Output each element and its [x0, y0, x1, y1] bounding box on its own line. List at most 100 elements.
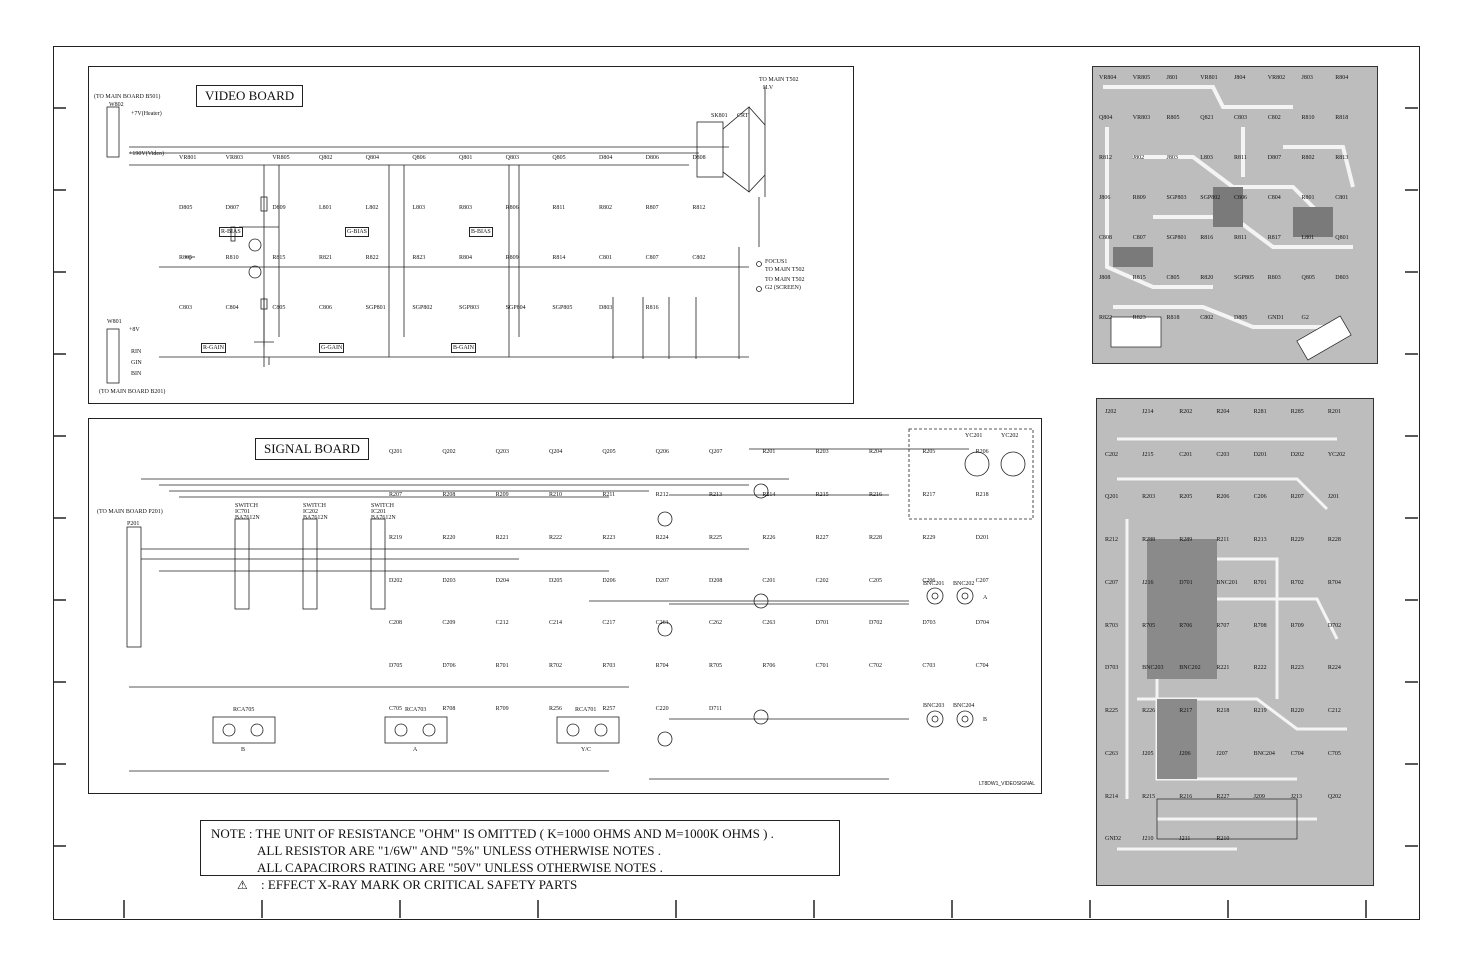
part-label: R823: [1132, 315, 1146, 321]
label-focus: FOCUS1: [765, 259, 788, 265]
part-label: Q804: [1099, 115, 1113, 121]
part-label: R213: [709, 491, 723, 498]
label-rca701-yc: Y/C: [581, 747, 592, 753]
part-label: VR803: [225, 155, 243, 161]
label-bnc203: BNC203: [923, 703, 945, 709]
part-label: C209: [442, 620, 456, 627]
part-label: R702: [549, 663, 563, 670]
label-g-gain: G-GAIN: [319, 343, 345, 353]
part-label: SGP805: [1234, 275, 1255, 281]
part-label: C705: [1327, 750, 1341, 757]
part-label: R822: [1099, 315, 1113, 321]
part-label: R203: [815, 449, 829, 455]
part-label: R820: [1200, 275, 1214, 281]
part-label: R704: [655, 663, 669, 670]
part-label: R223: [1290, 665, 1304, 672]
part-label: R805: [1166, 115, 1180, 121]
part-label: J806: [1099, 195, 1111, 201]
part-label: D208: [709, 577, 723, 584]
part-label: D805: [1234, 315, 1248, 321]
part-label: C803: [1234, 115, 1248, 121]
label-b-gain: B-GAIN: [451, 343, 476, 353]
part-label: R816: [645, 305, 659, 311]
part-label: YC202: [1327, 451, 1346, 458]
part-label: R289: [1179, 537, 1193, 544]
label-crt: CRT: [737, 113, 749, 119]
part-label: C206: [922, 577, 936, 584]
part-label: C801: [599, 255, 613, 261]
part-label: D703: [922, 620, 936, 627]
part-label: R806: [505, 205, 519, 211]
part-label: C262: [709, 620, 723, 627]
part-label: Q202: [442, 449, 456, 455]
part-label: R817: [1267, 235, 1281, 241]
part-label: R288: [1142, 537, 1156, 544]
part-label: R225: [709, 534, 723, 541]
note-line-4: : EFFECT X-RAY MARK OR CRITICAL SAFETY P…: [261, 877, 578, 892]
part-label: J802: [1132, 155, 1145, 161]
label-chip-3: BA7612N: [371, 515, 396, 521]
label-p201: P201: [127, 521, 140, 527]
part-label: Q805: [1301, 275, 1315, 281]
part-label: J808: [1099, 275, 1111, 281]
part-label: D805: [179, 205, 193, 211]
part-label: C806: [319, 305, 333, 311]
part-label: R821: [319, 255, 333, 261]
part-label: R810: [1301, 115, 1315, 121]
part-label: R210: [1216, 836, 1230, 843]
part-label: D711: [709, 706, 723, 713]
part-label: SGP801: [1166, 235, 1187, 241]
label-chip-2: BA7612N: [303, 515, 328, 521]
part-label: VR803: [1132, 115, 1151, 121]
part-label: SGP802: [412, 305, 433, 311]
part-label: Q804: [365, 155, 379, 161]
part-label: R225: [1105, 708, 1119, 715]
part-label: L802: [365, 205, 379, 211]
signal-board-schematic: [126, 428, 1034, 780]
part-label: BNC203: [1142, 665, 1164, 672]
part-label: SGP802: [1200, 195, 1221, 201]
part-label: R211: [1216, 537, 1230, 544]
part-label: J202: [1105, 409, 1117, 415]
part-label: R281: [1253, 409, 1267, 415]
part-label: R201: [762, 449, 776, 455]
part-label: R814: [552, 255, 566, 261]
label-g-bias: G-BIAS: [345, 227, 370, 237]
part-label: VR805: [272, 155, 290, 161]
part-label: Q205: [602, 449, 616, 455]
label-rca703-a: A: [413, 747, 418, 753]
label-bnc204: BNC204: [953, 703, 975, 709]
part-label: SGP801: [365, 305, 386, 311]
part-label: R214: [762, 491, 776, 498]
part-label: R810: [225, 255, 239, 261]
part-label: C808: [1099, 235, 1113, 241]
label-to-main-b201: (TO MAIN BOARD B201): [99, 389, 166, 395]
part-label: R804: [459, 255, 473, 261]
part-label: R219: [1253, 708, 1267, 715]
part-label: C212: [495, 620, 509, 627]
part-label: R222: [549, 534, 563, 541]
part-label: BNC201: [1216, 579, 1238, 586]
part-label: R210: [549, 491, 563, 498]
part-label: D803: [599, 305, 613, 311]
part-label: R222: [1253, 665, 1267, 672]
part-label: J210: [1142, 836, 1154, 843]
label-chip-1: BA7612N: [235, 515, 260, 521]
part-label: R709: [495, 706, 509, 713]
part-label: R218: [1216, 708, 1230, 715]
part-label: C206: [1253, 494, 1267, 501]
part-label: L801: [1301, 235, 1315, 241]
part-label: J215: [1142, 451, 1154, 458]
label-heater: +7V(Heater): [131, 111, 162, 117]
part-label: C201: [762, 577, 776, 584]
part-label: Q803: [505, 155, 519, 161]
part-label: C802: [1267, 115, 1281, 121]
part-label: D205: [549, 577, 563, 584]
part-label: D701: [815, 620, 829, 627]
part-label: R807: [645, 205, 659, 211]
part-label: R215: [815, 491, 829, 498]
label-to-main-t502-hv: TO MAIN T502: [759, 77, 799, 83]
part-label: R703: [1105, 622, 1119, 629]
part-label: C202: [1105, 451, 1119, 458]
